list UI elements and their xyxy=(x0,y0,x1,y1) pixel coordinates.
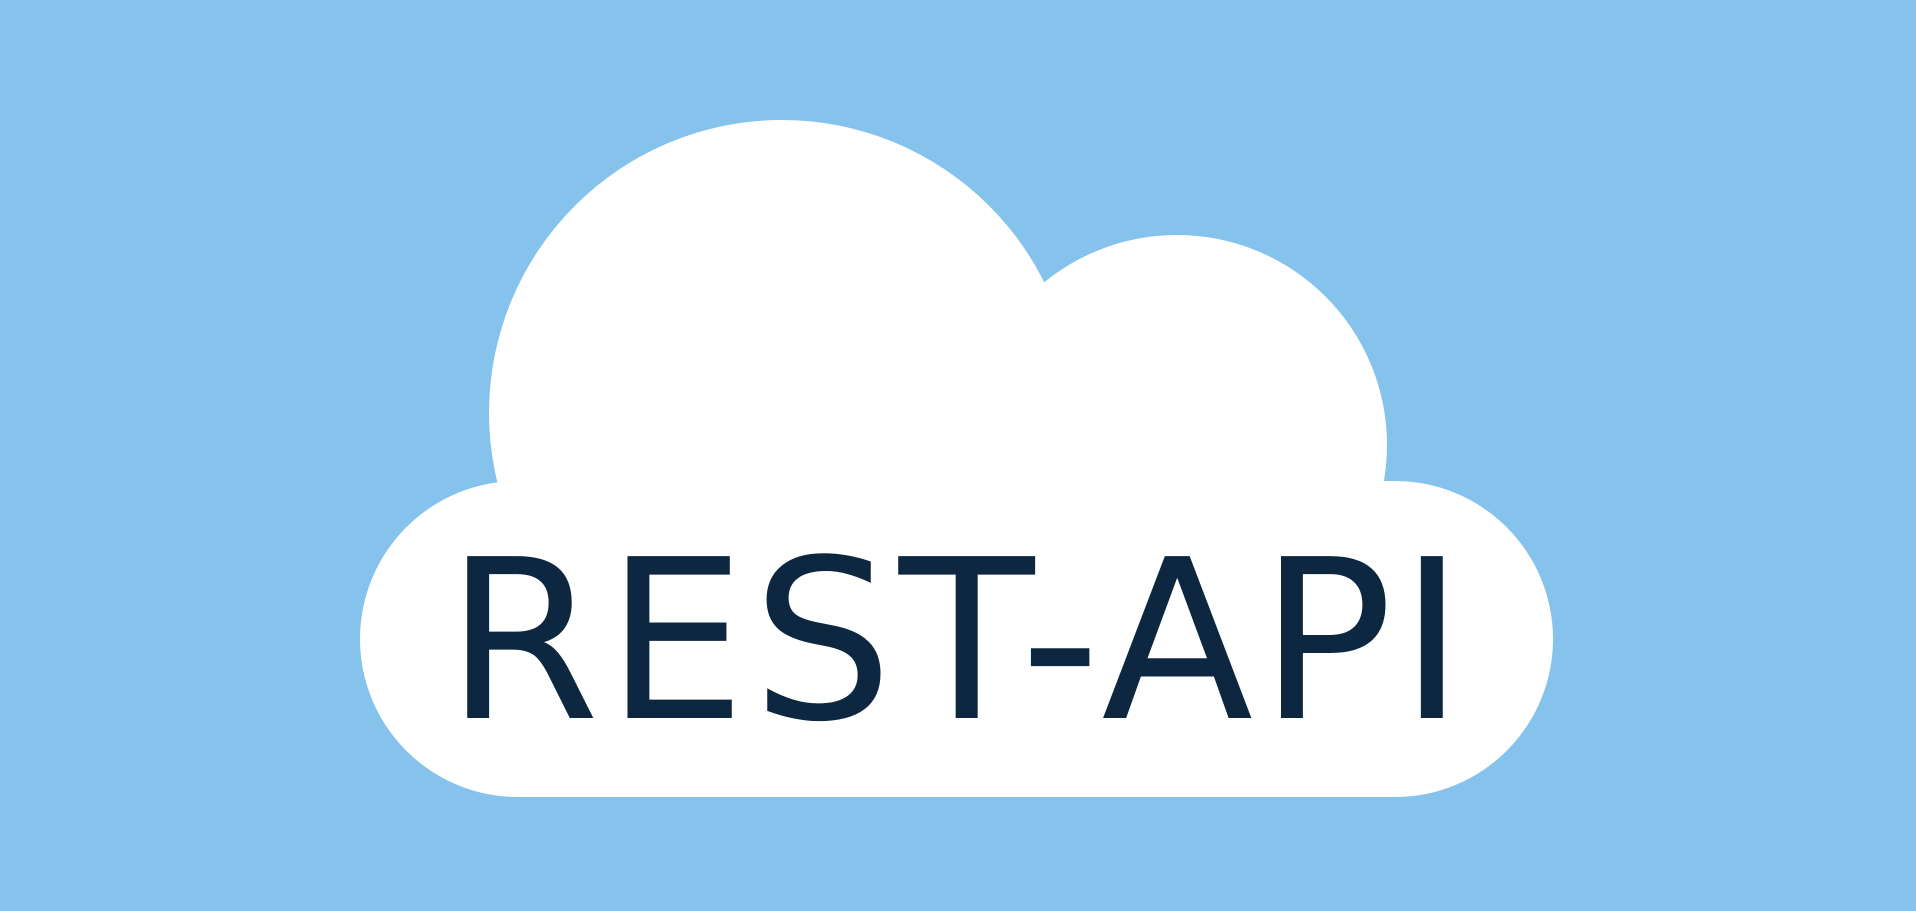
logo-text: REST-API xyxy=(445,513,1470,771)
cloud-icon xyxy=(360,120,1553,797)
